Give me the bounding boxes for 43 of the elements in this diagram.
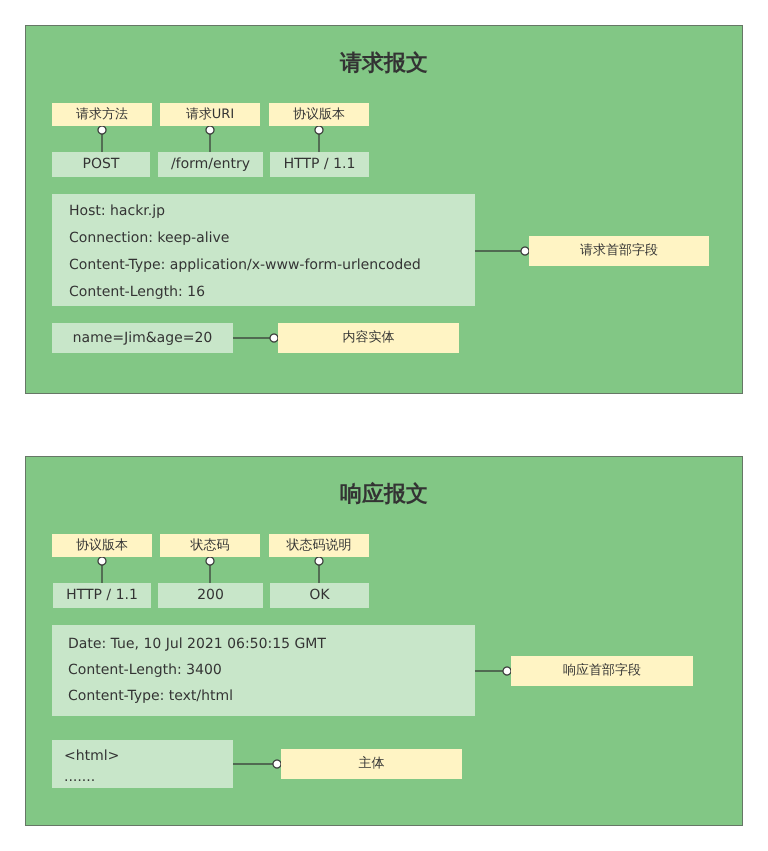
label-box: 状态码 [160,534,260,557]
connector [205,125,215,152]
label-box: 协议版本 [269,103,369,126]
label-box: 主体 [281,749,462,779]
body-box [52,740,233,788]
connector [314,125,324,152]
label-box: 协议版本 [52,534,152,557]
value-box: 200 [158,583,263,608]
panel [25,456,743,826]
header-line: Date: Tue, 10 Jul 2021 06:50:15 GMT [68,635,326,654]
connector [97,125,107,152]
header-box [52,625,475,716]
connector [475,246,530,256]
label-box: 请求首部字段 [529,236,709,266]
header-line: Connection: keep-alive [69,229,230,248]
header-line: Content-Type: application/x-www-form-urlencoded [69,256,421,275]
connector [233,333,279,343]
value-box: /form/entry [158,152,263,177]
header-line: Content-Type: text/html [68,687,234,706]
connector [205,556,215,583]
code-line: ....... [64,768,96,787]
header-box [52,194,475,306]
panel-title: 请求报文 [340,50,428,78]
label-box: 请求URI [160,103,260,126]
connector [233,759,282,769]
value-box: OK [270,583,369,608]
code-line: <html> [64,747,120,766]
label-box: 内容实体 [278,323,459,353]
panel [25,25,743,394]
header-line: Content-Length: 16 [69,283,206,302]
label-box: 状态码说明 [269,534,369,557]
connector [475,666,512,676]
value-box: HTTP / 1.1 [270,152,369,177]
connector [314,556,324,583]
value-box: HTTP / 1.1 [53,583,151,608]
label-box: 请求方法 [52,103,152,126]
value-box: POST [52,152,150,177]
header-line: Host: hackr.jp [69,202,165,221]
label-box: 响应首部字段 [511,656,693,686]
value-box: name=Jim&age=20 [52,323,233,353]
connector [97,556,107,583]
header-line: Content-Length: 3400 [68,661,222,680]
panel-title: 响应报文 [340,481,428,509]
